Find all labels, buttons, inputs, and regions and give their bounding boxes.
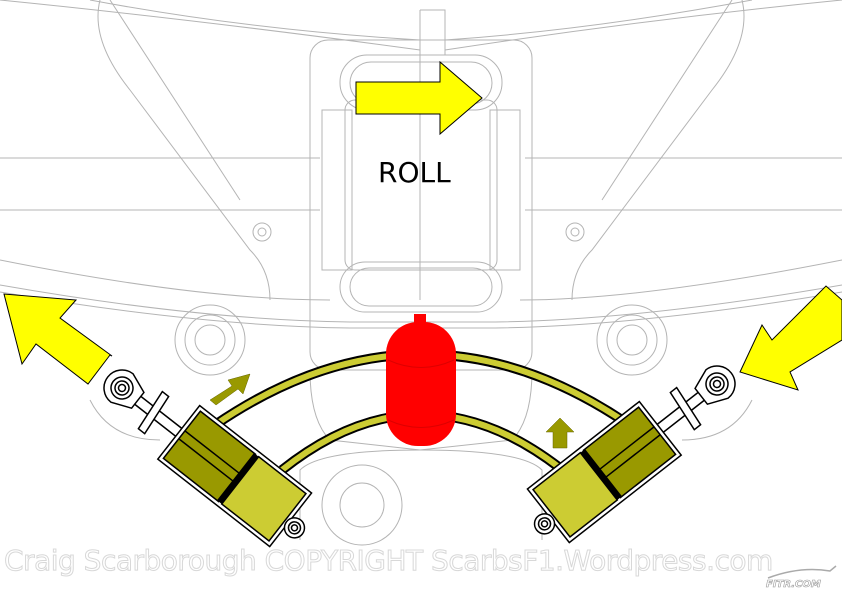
fitr-logo-swoosh — [767, 565, 837, 579]
accumulator — [386, 314, 456, 446]
force-arrow-down-left-icon — [739, 285, 842, 391]
flow-arrow-right-icon — [545, 417, 575, 449]
roll-label: ROLL — [378, 156, 451, 189]
chassis-outline — [0, 0, 842, 546]
left-damper — [103, 369, 313, 548]
fitr-logo: FITR.COM — [766, 579, 821, 590]
force-arrow-up-left-icon — [3, 293, 113, 385]
roll-arrow-right-icon — [355, 60, 483, 136]
copyright-watermark: Craig Scarborough COPYRIGHT ScarbsF1.Wor… — [4, 544, 774, 577]
flow-arrow-left-icon — [209, 373, 251, 406]
